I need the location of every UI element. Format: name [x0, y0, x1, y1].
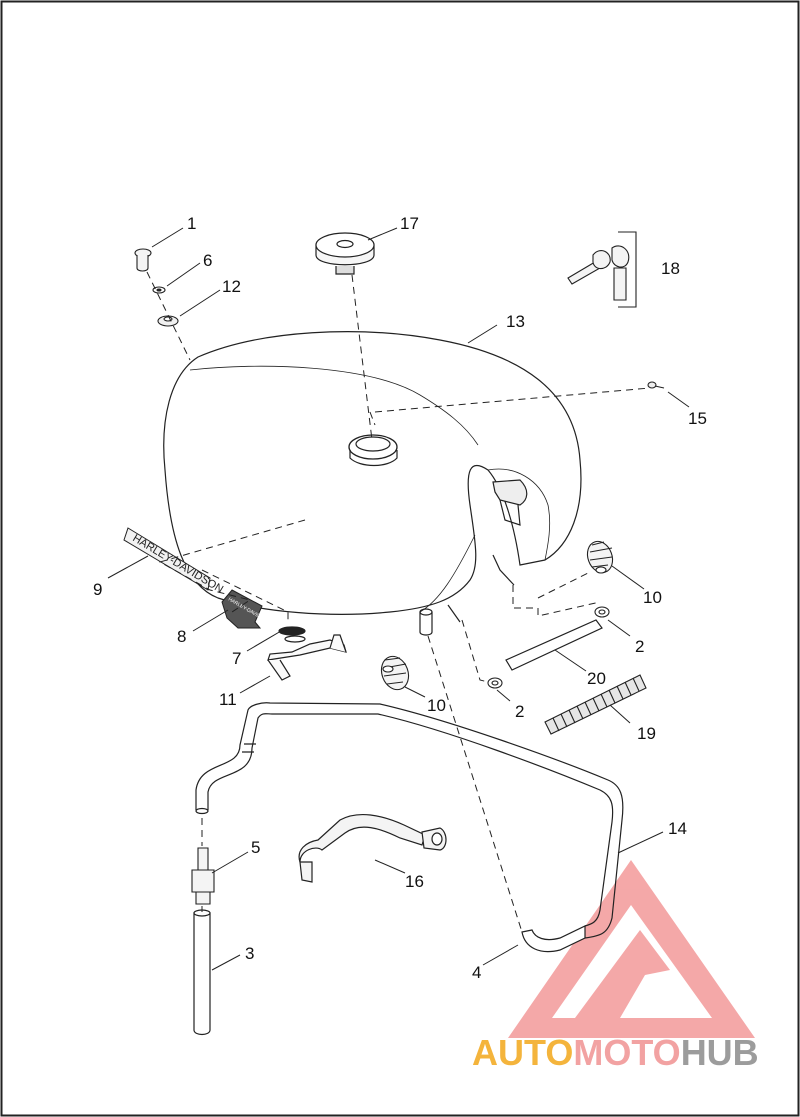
filter-fitting	[191, 847, 215, 905]
keys	[567, 245, 630, 301]
script-emblem: HARLEY-DAVIDSON	[123, 527, 225, 596]
leader-lines	[107, 227, 690, 971]
callout-3: 3	[245, 944, 254, 963]
callout-16: 16	[405, 872, 424, 891]
callout-13: 13	[506, 312, 525, 331]
tube-elbow	[521, 925, 586, 953]
callout-10-lower: 10	[427, 696, 446, 715]
hose-tube	[193, 909, 211, 1036]
callout-2-lower: 2	[515, 702, 524, 721]
fuel-cap	[315, 232, 375, 275]
screw	[647, 381, 665, 389]
script-emblem-text: HARLEY-DAVIDSON	[130, 532, 225, 596]
spring	[544, 674, 647, 735]
callout-1: 1	[187, 214, 196, 233]
callout-2-upper: 2	[635, 637, 644, 656]
callout-20: 20	[587, 669, 606, 688]
callout-18: 18	[661, 259, 680, 278]
callout-4: 4	[472, 963, 481, 982]
fuel-hose	[505, 619, 603, 671]
callout-10-upper: 10	[643, 588, 662, 607]
callout-17: 17	[400, 214, 419, 233]
clamp-lower	[487, 677, 503, 689]
grommet	[157, 315, 179, 327]
callout-11: 11	[219, 690, 237, 709]
watermark-text: AUTOMOTOHUB	[472, 1032, 759, 1073]
callout-12: 12	[222, 277, 241, 296]
callout-8: 8	[177, 627, 186, 646]
washer	[152, 286, 166, 294]
watermark-hub: HUB	[681, 1032, 759, 1073]
assembly-lines	[146, 271, 651, 933]
knob-upper	[586, 540, 614, 574]
fuel-tank	[163, 331, 582, 636]
callout-14: 14	[668, 819, 687, 838]
callout-9: 9	[93, 580, 102, 599]
gasket	[278, 626, 306, 643]
watermark-moto: MOTO	[573, 1032, 680, 1073]
knob-lower	[380, 655, 410, 691]
mounting-bracket	[267, 634, 347, 681]
callout-7: 7	[232, 649, 241, 668]
callout-5: 5	[251, 838, 260, 857]
callout-15: 15	[688, 409, 707, 428]
bolt	[134, 248, 152, 272]
watermark-auto: AUTO	[472, 1032, 573, 1073]
clamp-upper	[594, 606, 610, 618]
watermark-triangle	[508, 860, 755, 1038]
callout-6: 6	[203, 251, 212, 270]
callout-19: 19	[637, 724, 656, 743]
vent-tube	[195, 702, 624, 939]
fuel-line	[298, 814, 447, 883]
callout-bracket-18	[618, 231, 637, 308]
